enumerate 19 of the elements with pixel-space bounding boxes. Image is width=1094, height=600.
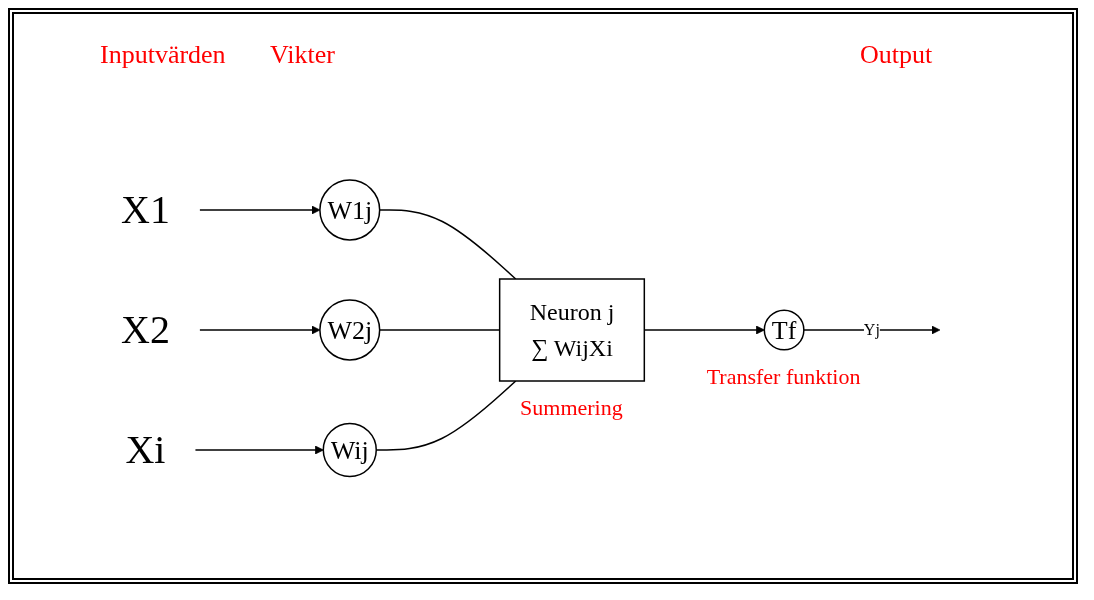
node-circle: Wij	[322, 422, 377, 478]
arrow	[198, 205, 320, 215]
edge-label: Yj	[863, 321, 880, 338]
node-caption: Transfer funktion	[706, 363, 861, 390]
arrow	[194, 445, 324, 455]
node-circle: W2j	[318, 299, 380, 361]
heading-label: Inputvärden	[100, 40, 226, 70]
node-circle: W1j	[318, 179, 380, 241]
node-text: X1	[120, 187, 170, 232]
node-caption: Summering	[520, 395, 623, 421]
node-box: Neuron j ∑ WijXi	[498, 278, 645, 382]
arrow	[643, 325, 765, 335]
connector	[375, 380, 517, 451]
node-text: X2	[120, 307, 170, 352]
node-circle: Tf	[763, 309, 805, 351]
arrow	[198, 325, 320, 335]
heading-label: Vikter	[270, 40, 335, 70]
heading-label: Output	[860, 40, 933, 70]
node-text: Xi	[125, 427, 166, 472]
